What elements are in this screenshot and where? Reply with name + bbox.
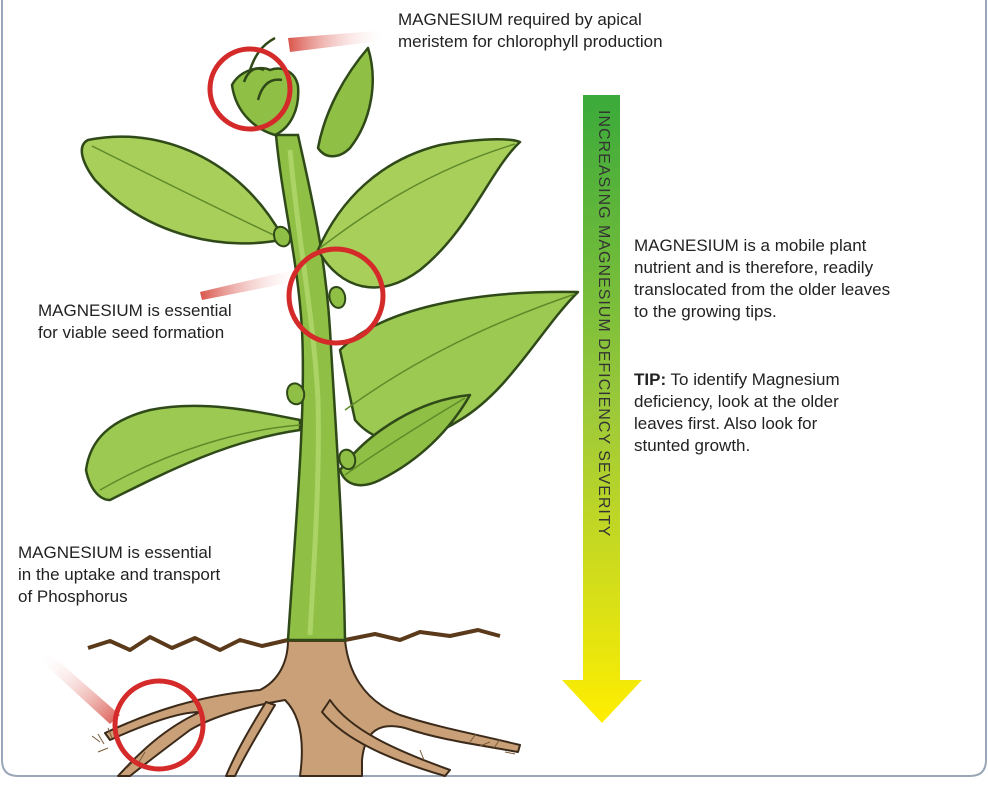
note-mobile-nutrient: MAGNESIUM is a mobile plant nutrient and…	[634, 235, 964, 323]
label-phosphorus-uptake: MAGNESIUM is essential in the uptake and…	[18, 542, 288, 608]
roots	[105, 640, 520, 776]
label-seed-formation: MAGNESIUM is essential for viable seed f…	[38, 300, 288, 344]
note-tip: TIP: To identify Magnesium deficiency, l…	[634, 369, 934, 457]
pointer-phosphorus	[40, 652, 120, 724]
tip-heading: TIP:	[634, 370, 666, 389]
severity-arrow-label: INCREASING MAGNESIUM DEFICIENCY SEVERITY	[592, 110, 612, 700]
pointer-apical	[288, 30, 388, 52]
label-apical-meristem: MAGNESIUM required by apical meristem fo…	[398, 9, 758, 53]
